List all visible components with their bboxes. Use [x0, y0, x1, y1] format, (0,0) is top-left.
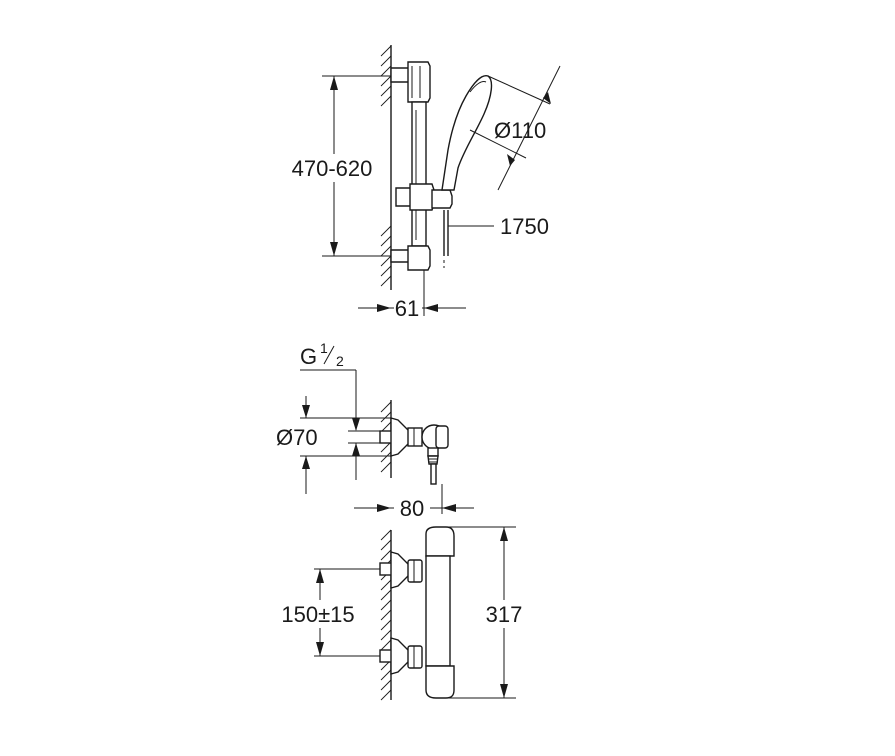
outlet-nut: [427, 447, 439, 457]
mixer-bottom-handle: [425, 665, 455, 699]
slider-holder: [431, 189, 453, 209]
inlet-stub: [379, 430, 393, 444]
hand-shower-face: [469, 81, 487, 93]
upper-bracket: [407, 61, 431, 103]
outlet-thread: [427, 455, 439, 465]
mixer-projection-label: 80: [400, 496, 424, 521]
head-diameter-label: Ø110: [494, 118, 546, 143]
connection-sub-label: 2: [336, 353, 344, 369]
lower-bracket: [407, 245, 431, 271]
lower-inlet-stub: [379, 649, 393, 663]
mixer-body: [425, 555, 451, 667]
connector-nut: [407, 427, 423, 447]
hand-shower: [441, 75, 493, 191]
outlet-pipe: [430, 463, 437, 485]
lower-bracket-arm: [390, 249, 411, 263]
upper-bracket-arm: [390, 67, 411, 83]
lower-escutcheon: [390, 637, 411, 675]
hose-length-label: 1750: [500, 214, 549, 239]
connection-g-label: G: [300, 344, 317, 369]
mixer-top-handle: [425, 526, 455, 557]
lower-connector: [407, 645, 423, 669]
escutcheon: [390, 417, 411, 457]
mixer-front-view: 150±15 317: [274, 526, 532, 701]
mixer-body-side: [435, 425, 449, 449]
upper-escutcheon: [390, 551, 411, 589]
shower-rail: [411, 101, 427, 247]
upper-inlet-stub: [379, 562, 393, 576]
mixer-height-label: 317: [486, 602, 523, 627]
rail-projection-label: 61: [395, 296, 419, 321]
upper-connector: [407, 559, 423, 583]
mixer-side-view: G 1 2 Ø70 80: [276, 340, 474, 521]
escutcheon-diameter-label: Ø70: [276, 425, 318, 450]
connection-sup-label: 1: [320, 340, 328, 356]
slider-body: [409, 183, 435, 211]
wall-hatching-bottom: [380, 529, 392, 701]
wall-hatching-top: [380, 45, 392, 287]
shower-rail-view: 470-620 Ø110 1750 61: [278, 45, 561, 321]
rail-height-label: 470-620: [292, 156, 373, 181]
inlet-spacing-label: 150±15: [281, 602, 354, 627]
